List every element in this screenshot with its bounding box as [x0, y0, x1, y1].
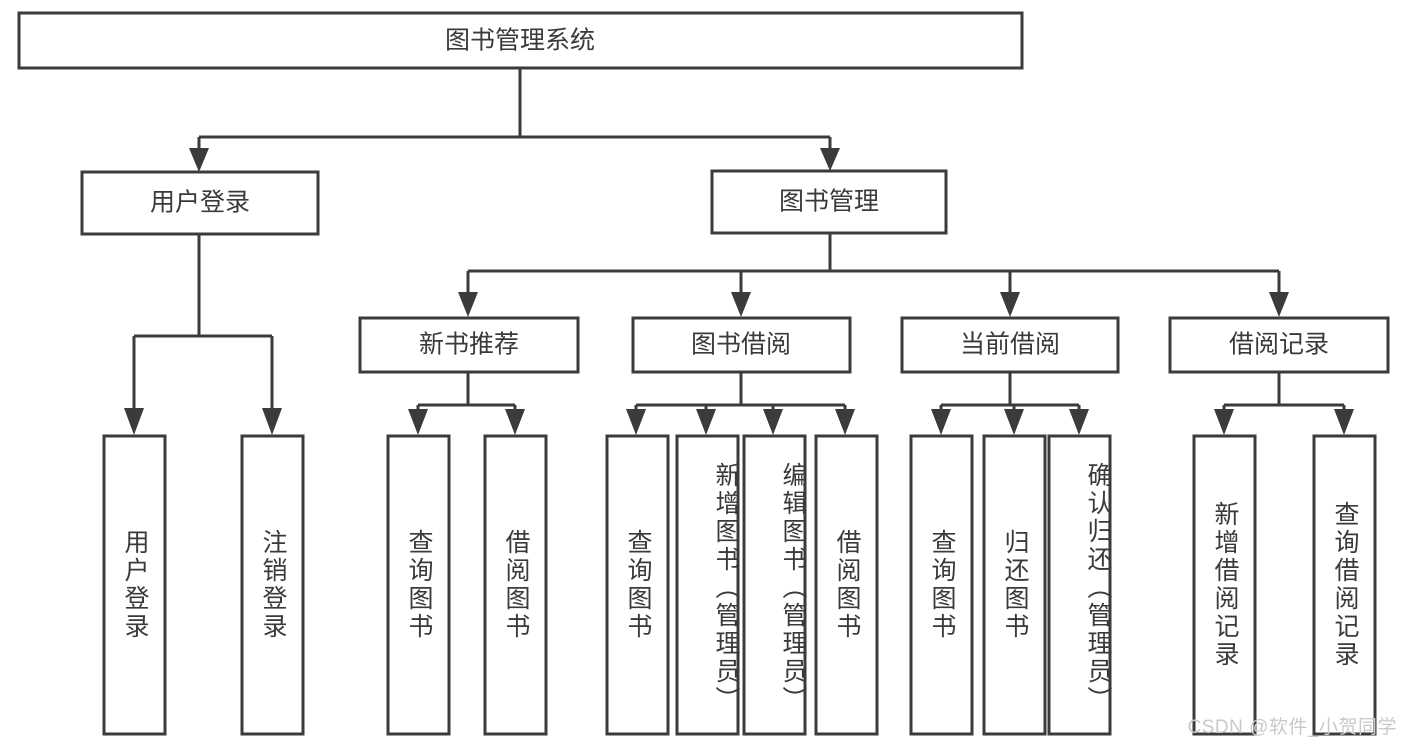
node-current-borrow-rect[interactable]: [900, 316, 1120, 374]
arrow-head-leaf-bb-4: [835, 409, 855, 435]
connector-group-current-borrow: [931, 372, 1089, 435]
leaf-box-user-login-2[interactable]: [240, 434, 305, 736]
node-user-login-rect[interactable]: [80, 170, 320, 236]
node-book-manage-label: 图书管理: [779, 188, 879, 216]
node-title-label: 图书管理系统: [445, 27, 595, 55]
leaf-group-new-book-recommend: [386, 434, 548, 736]
arrow-head-user-login: [189, 148, 209, 172]
leaf-box-br-2[interactable]: [1312, 434, 1377, 736]
arrow-head-leaf-bb-1: [626, 409, 646, 435]
arrow-head-leaf-user-login-2: [262, 408, 282, 435]
leaf-box-nbr-2[interactable]: [483, 434, 548, 736]
node-borrow-record-rect[interactable]: [1168, 316, 1390, 374]
arrow-head-leaf-bb-3: [763, 409, 783, 435]
node-user-login[interactable]: 用户登录: [80, 170, 320, 236]
arrow-head-leaf-cb-3: [1069, 409, 1089, 435]
leaf-box-bb-4[interactable]: [814, 434, 879, 736]
node-book-manage[interactable]: 图书管理: [710, 169, 948, 235]
leaf-box-cb-2[interactable]: [982, 434, 1047, 736]
connector-group-root: [189, 68, 840, 172]
leaf-box-br-1[interactable]: [1192, 434, 1257, 736]
node-book-borrow[interactable]: 图书借阅: [631, 316, 852, 374]
node-user-login-label: 用户登录: [150, 189, 250, 217]
node-borrow-record-label: 借阅记录: [1229, 331, 1329, 359]
connector-group-book-borrow: [626, 372, 855, 435]
arrow-head-leaf-cb-1: [931, 409, 951, 435]
node-book-borrow-rect[interactable]: [631, 316, 852, 374]
leaf-group-book-borrow: [605, 434, 879, 736]
arrow-head-borrow-record: [1269, 292, 1289, 317]
node-current-borrow[interactable]: 当前借阅: [900, 316, 1120, 374]
arrow-head-leaf-cb-2: [1004, 409, 1024, 435]
node-new-book-recommend[interactable]: 新书推荐: [358, 316, 580, 374]
arrow-head-leaf-nbr-1: [408, 409, 428, 435]
arrow-head-book-borrow: [731, 292, 751, 317]
leaf-box-nbr-1[interactable]: [386, 434, 451, 736]
arrow-head-leaf-br-1: [1214, 409, 1234, 435]
leaf-box-bb-2[interactable]: [675, 434, 740, 736]
node-current-borrow-label: 当前借阅: [960, 331, 1060, 359]
arrow-head-book-manage: [820, 148, 840, 171]
arrow-head-leaf-user-login-1: [124, 408, 144, 435]
node-title-rect[interactable]: [17, 11, 1024, 70]
connector-group-book-manage: [458, 233, 1289, 317]
leaf-group-borrow-record: [1192, 434, 1377, 736]
node-new-book-recommend-label: 新书推荐: [419, 331, 519, 359]
arrow-head-leaf-bb-2: [696, 409, 716, 435]
connector-group-new-book-recommend: [408, 372, 525, 435]
node-title[interactable]: 图书管理系统: [17, 11, 1024, 70]
leaf-box-cb-3[interactable]: [1047, 434, 1112, 736]
node-new-book-recommend-rect[interactable]: [358, 316, 580, 374]
node-book-borrow-label: 图书借阅: [691, 331, 791, 359]
arrow-head-new-book-recommend: [458, 292, 478, 317]
leaf-box-bb-3[interactable]: [742, 434, 807, 736]
leaf-group-user-login: [102, 434, 305, 736]
arrow-head-leaf-br-2: [1334, 409, 1354, 435]
arrow-head-leaf-nbr-2: [505, 409, 525, 435]
connector-group-user-login: [124, 234, 282, 435]
watermark-text: CSDN @软件_小贺同学: [1187, 717, 1397, 738]
arrow-head-current-borrow: [1000, 292, 1020, 317]
connector-group-borrow-record: [1214, 372, 1354, 435]
leaf-box-bb-1[interactable]: [605, 434, 670, 736]
node-book-manage-rect[interactable]: [710, 169, 948, 235]
leaf-group-current-borrow: [909, 434, 1112, 736]
node-borrow-record[interactable]: 借阅记录: [1168, 316, 1390, 374]
leaf-box-cb-1[interactable]: [909, 434, 974, 736]
leaf-box-user-login-1[interactable]: [102, 434, 167, 736]
